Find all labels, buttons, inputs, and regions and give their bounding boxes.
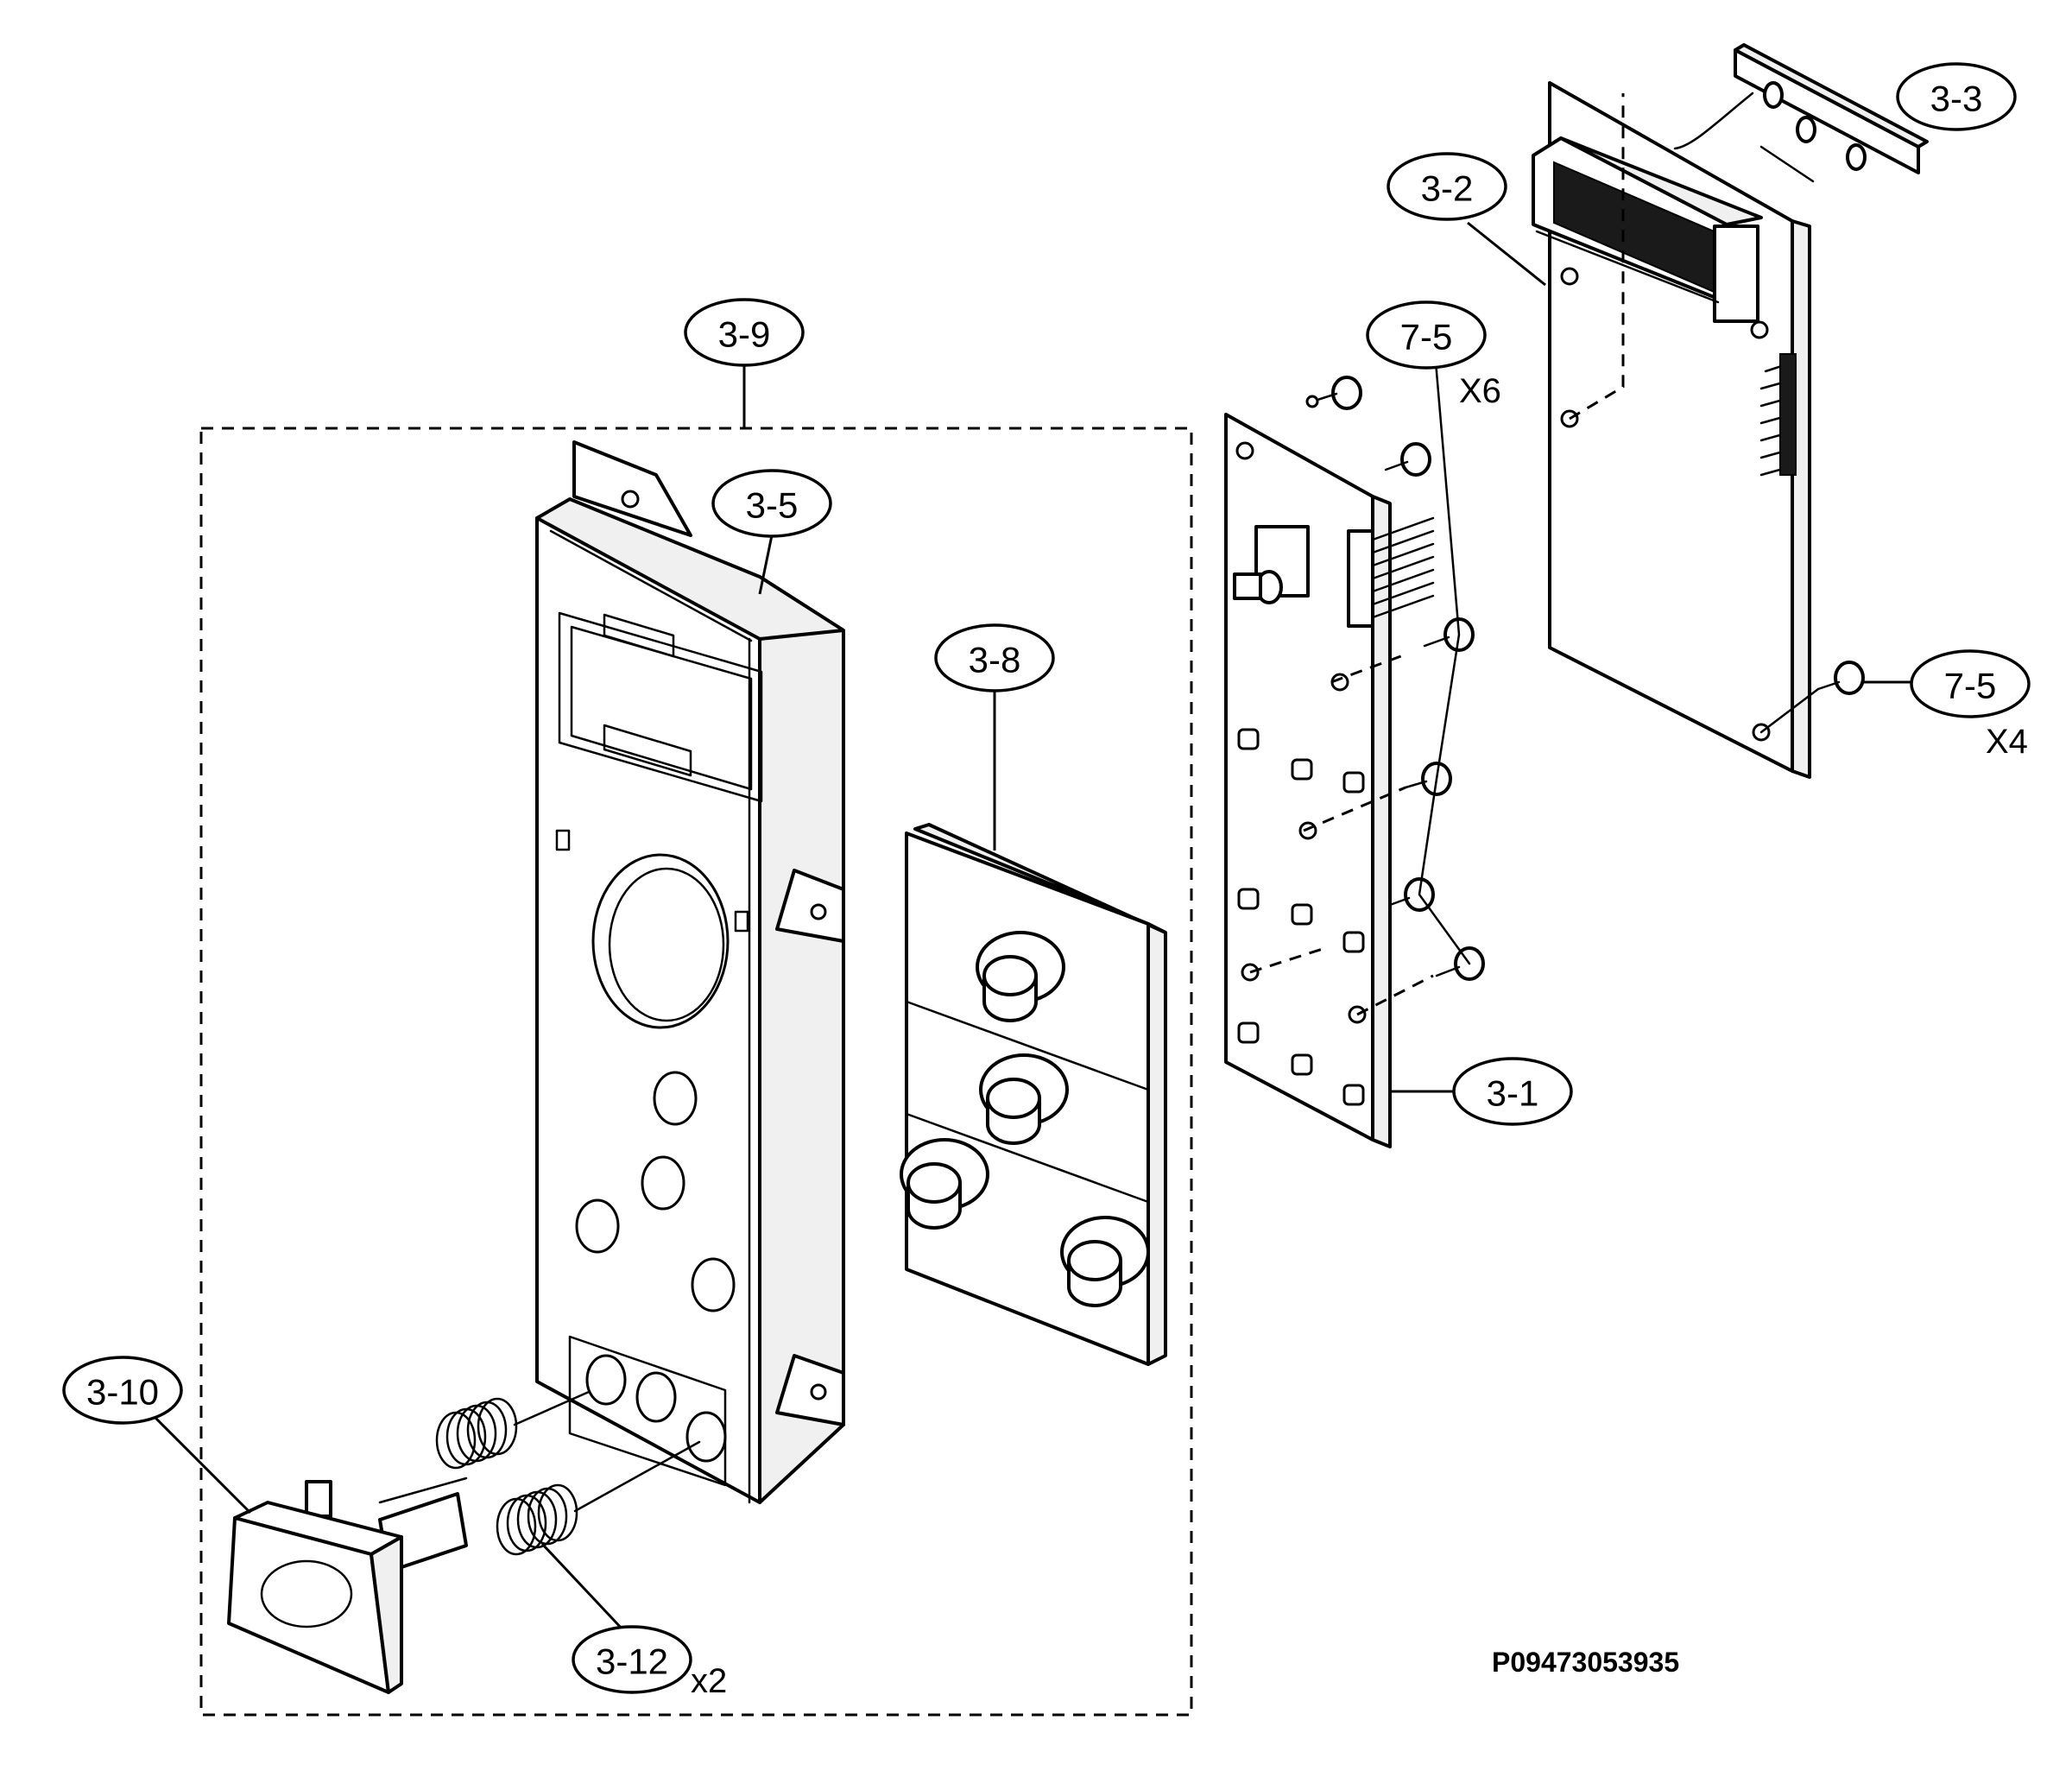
led-bracket-3-3 [1673,43,1929,183]
callout-3-3: 3-3 [1896,62,2017,131]
leader-3-2 [1467,221,1546,287]
button-knob [1060,1216,1150,1307]
leader-3-10 [152,1414,252,1515]
callout-7-5-upper: 7-5 [1366,300,1487,370]
callout-7-5-upper-label: 7-5 [1400,317,1453,357]
callout-3-10: 3-10 [62,1356,183,1425]
screw-7-5 [1816,661,1865,695]
leader-3-12 [540,1542,625,1632]
callout-3-8: 3-8 [934,623,1055,692]
callout-7-5-lower-label: 7-5 [1944,666,1997,706]
callout-7-5-lower: 7-5 [1910,649,2031,718]
callout-3-5-label: 3-5 [746,485,799,526]
button-knob [900,1138,989,1230]
callout-3-1: 3-1 [1452,1057,1573,1126]
callout-3-12: 3-12 [572,1625,692,1694]
button-panel-3-8 [900,823,1167,1366]
display-board-3-2 [1532,81,1811,779]
quantity-7-5-upper: X6 [1459,372,1501,410]
callout-3-12-label: 3-12 [596,1641,668,1682]
callout-3-2: 3-2 [1387,152,1507,221]
quantity-3-12: x2 [691,1662,727,1700]
drawing-code: P09473053935 [1492,1647,1679,1678]
control-panel-frame-3-5 [535,440,845,1504]
screw-7-5 [1305,376,1362,410]
screw-7-5 [1435,946,1485,981]
control-board-3-1 [1224,413,1435,1148]
screw-7-5 [1384,442,1431,477]
button-knob [979,1053,1069,1145]
button-knob [976,931,1065,1022]
quantity-7-5-lower: X4 [1986,723,2028,761]
callout-3-2-label: 3-2 [1421,168,1474,209]
callout-3-5: 3-5 [711,469,832,538]
spring-3-12 [435,1397,518,1470]
callout-3-9: 3-9 [684,298,805,367]
callout-3-10-label: 3-10 [86,1372,159,1413]
callout-3-9-label: 3-9 [718,314,771,355]
screw-7-5 [1423,617,1475,652]
callout-3-1-label: 3-1 [1487,1073,1539,1114]
leader-3-5 [758,534,774,595]
screw-7-5 [1404,762,1452,796]
door-release-button-3-10 [227,1477,468,1694]
callout-3-8-label: 3-8 [969,640,1021,680]
callout-3-3-label: 3-3 [1930,79,1983,119]
spring-3-12 [496,1483,578,1556]
